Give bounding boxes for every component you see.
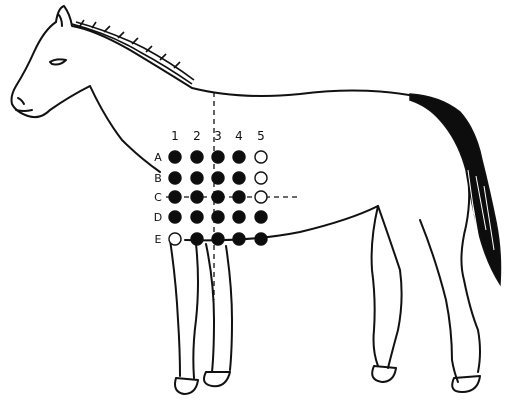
filled-dot <box>233 191 245 203</box>
filled-dot <box>212 211 224 223</box>
filled-dot <box>212 151 224 163</box>
filled-dot <box>212 172 224 184</box>
filled-dot <box>212 191 224 203</box>
column-label: 1 <box>171 129 179 143</box>
filled-dot <box>233 151 245 163</box>
filled-dot <box>233 172 245 184</box>
filled-dot <box>191 172 203 184</box>
filled-dot <box>191 191 203 203</box>
filled-dot <box>255 211 267 223</box>
tail <box>410 94 501 284</box>
filled-dot <box>191 233 203 245</box>
filled-dot <box>191 151 203 163</box>
open-dot <box>255 151 267 163</box>
filled-dot <box>191 211 203 223</box>
column-label: 5 <box>257 129 265 143</box>
column-label: 3 <box>214 129 222 143</box>
filled-dot <box>169 191 181 203</box>
filled-dot <box>169 151 181 163</box>
open-dot <box>169 233 181 245</box>
filled-dot <box>233 211 245 223</box>
row-label: D <box>154 211 162 224</box>
open-dot <box>255 191 267 203</box>
filled-dot <box>169 172 181 184</box>
row-label: E <box>155 233 162 246</box>
horse-body-outline <box>12 6 481 394</box>
open-dot <box>255 172 267 184</box>
filled-dot <box>212 233 224 245</box>
row-label: B <box>154 172 162 185</box>
row-label: C <box>154 191 162 204</box>
row-label: A <box>154 151 162 164</box>
column-label: 2 <box>193 129 201 143</box>
filled-dot <box>169 211 181 223</box>
filled-dot <box>233 233 245 245</box>
filled-dot <box>255 233 267 245</box>
column-label: 4 <box>235 129 243 143</box>
